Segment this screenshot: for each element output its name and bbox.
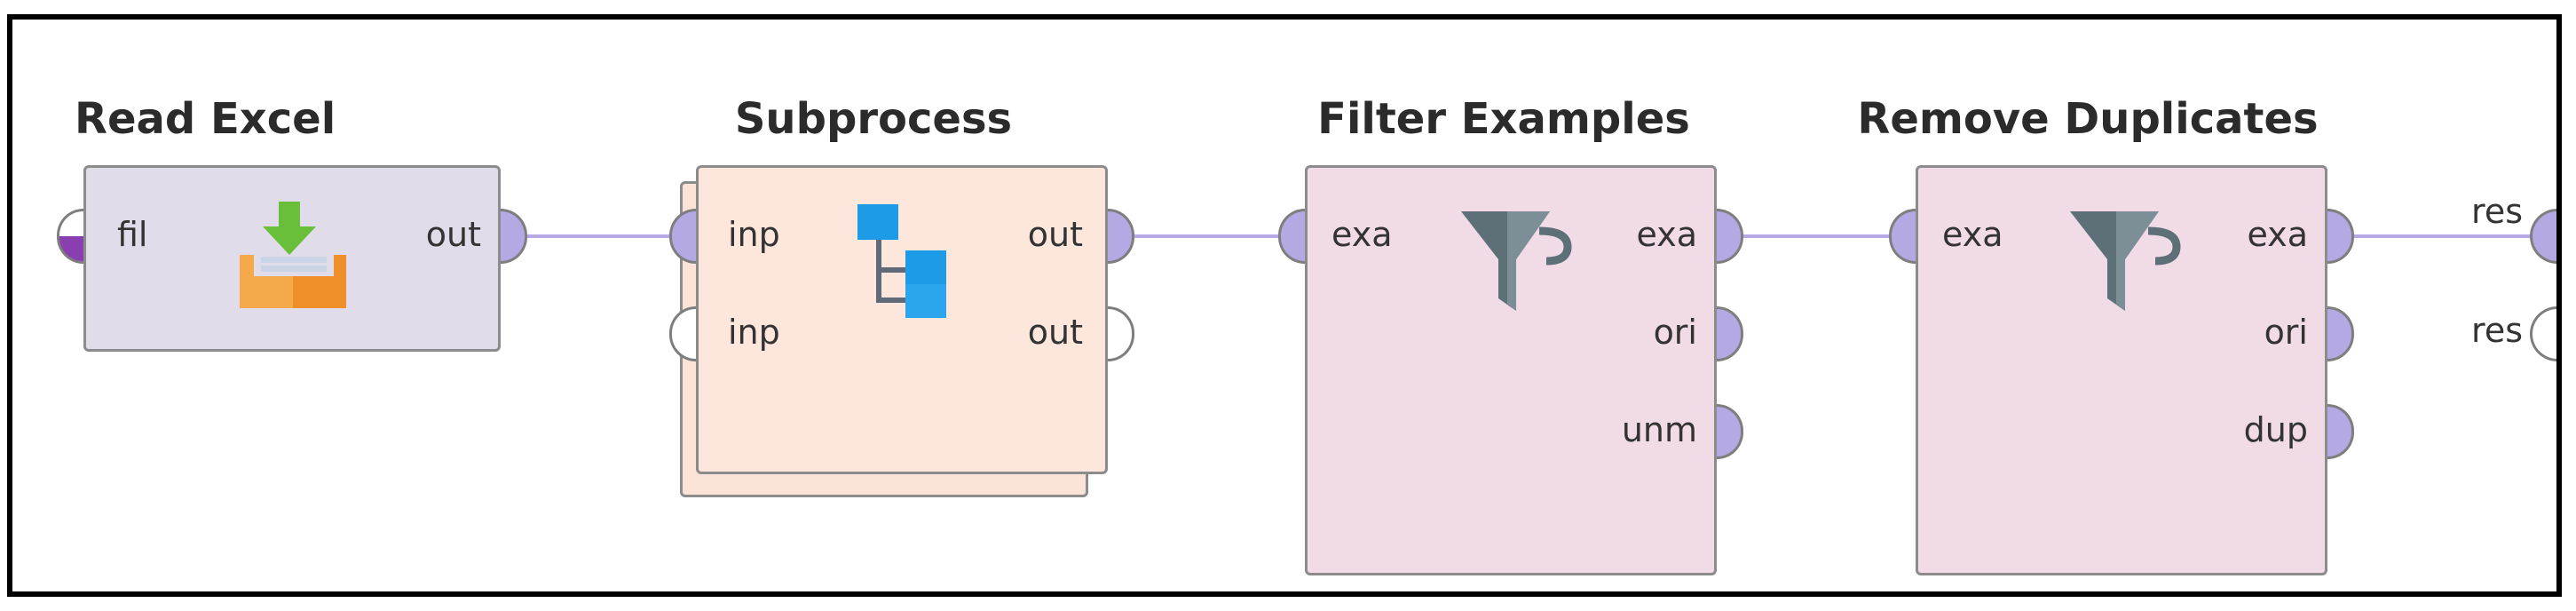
port-label-inp-1: inp [728,215,780,254]
read-excel-title: Read Excel [75,94,336,144]
port-label-exa-in-2: exa [1942,215,2003,254]
port-label-fil: fil [117,215,148,254]
funnel-icon [1461,211,1572,311]
operator-subprocess[interactable] [696,165,1108,474]
hierarchy-icon [857,204,946,318]
port-label-unm: unm [1621,410,1697,449]
filter-examples-title: Filter Examples [1317,94,1690,144]
process-canvas[interactable]: Read Excel fil out Subprocess inp inp ou… [12,20,2556,591]
port-label-exa-out: exa [1636,215,1698,254]
result-label-res-2: res [2471,311,2523,350]
port-label-ori-2: ori [2264,313,2308,352]
port-label-exa-out-2: exa [2247,215,2309,254]
port-label-inp-2: inp [728,313,780,352]
process-frame: Read Excel fil out Subprocess inp inp ou… [7,14,2562,597]
funnel-icon [2070,211,2181,311]
subprocess-title: Subprocess [734,94,1013,144]
operator-filter-examples[interactable] [1305,165,1717,575]
remove-duplicates-title: Remove Duplicates [1857,94,2319,144]
result-label-res-1: res [2471,192,2523,231]
port-label-exa-in: exa [1331,215,1393,254]
download-tray-icon [240,202,346,308]
connection-wires [527,234,2530,238]
port-label-ori: ori [1653,313,1697,352]
port-label-out-2: out [1027,313,1083,352]
port-label-out: out [425,215,481,254]
port-label-out-1: out [1027,215,1083,254]
port-label-dup: dup [2243,410,2308,449]
